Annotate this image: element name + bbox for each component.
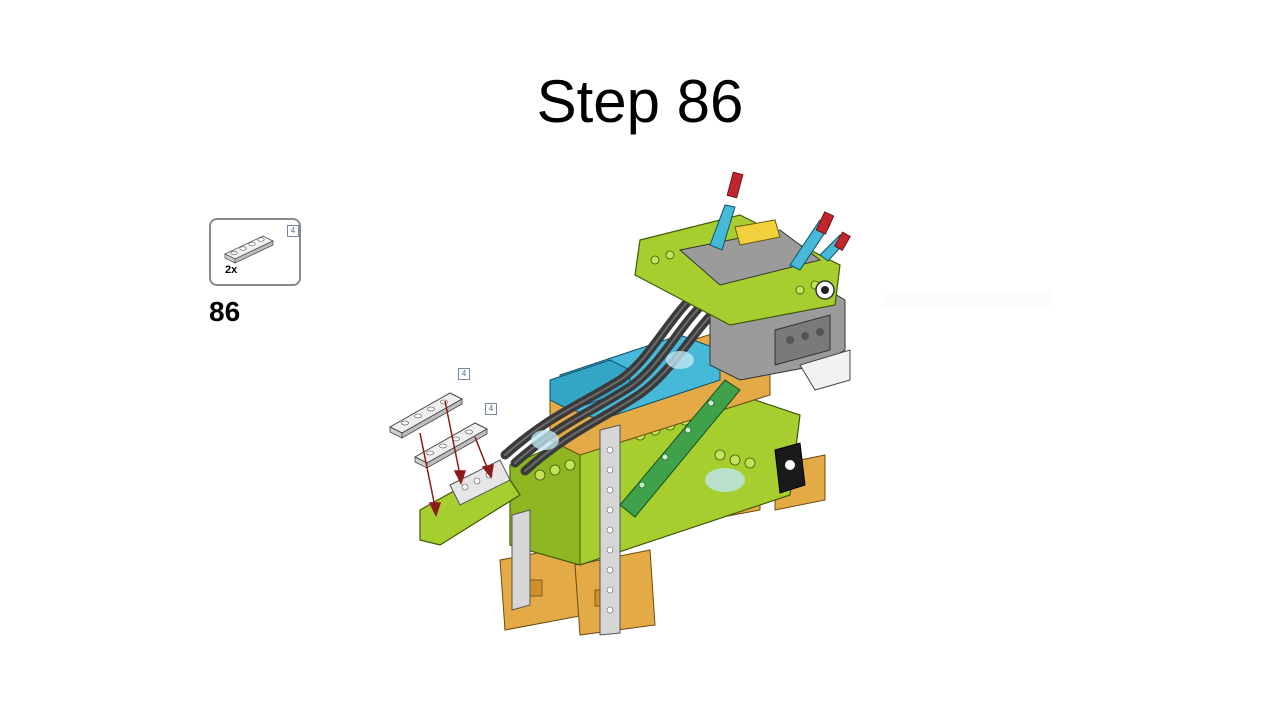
callout-badge-2: 4 [485,403,497,415]
lego-model-illustration [388,171,851,636]
slide-title: Step 86 [536,68,744,135]
callout-badge-1: 4 [458,368,470,380]
part-length-badge: 4 [287,225,299,237]
part-quantity: 2x [225,264,238,276]
parts-callout: 4 2x [209,218,301,286]
plate-1x4-icon [224,235,274,264]
step-number: 86 [209,296,241,327]
faint-watermark [882,290,1052,308]
